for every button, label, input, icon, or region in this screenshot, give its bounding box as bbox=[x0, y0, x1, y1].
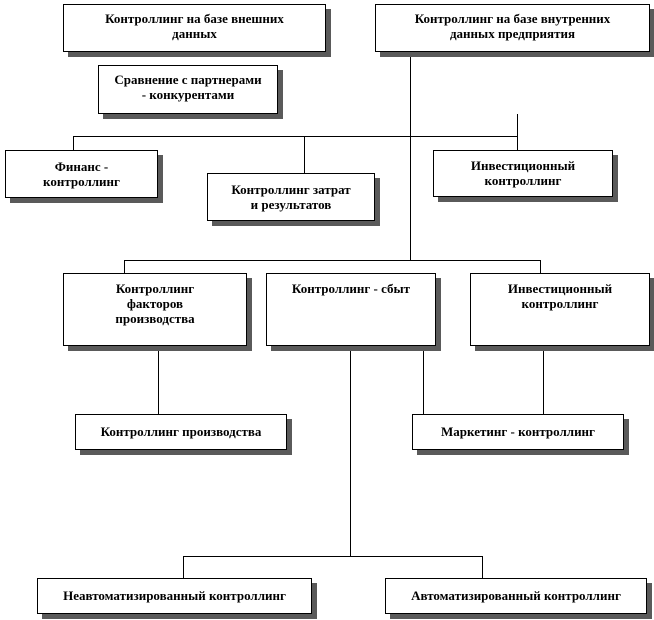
node-internal-data: Контроллинг на базе внутренних данных пр… bbox=[375, 4, 650, 52]
node-label: Инвестиционный контроллинг bbox=[470, 158, 576, 188]
connector-line bbox=[482, 556, 483, 578]
connector-line bbox=[304, 136, 305, 173]
node-finance-controlling: Финанс - контроллинг bbox=[5, 150, 158, 198]
connector-line bbox=[410, 52, 411, 260]
node-label: Контроллинг на базе внутренних данных пр… bbox=[414, 11, 611, 41]
node-marketing-controlling: Маркетинг - контроллинг bbox=[412, 414, 624, 450]
connector-line bbox=[517, 114, 518, 137]
connector-line bbox=[124, 260, 541, 261]
node-investment-controlling-top: Инвестиционный контроллинг bbox=[433, 150, 613, 197]
node-cost-controlling: Контроллинг затрат и результатов bbox=[207, 173, 375, 221]
connector-line bbox=[73, 136, 518, 137]
node-automated-controlling: Автоматизированный контроллинг bbox=[385, 578, 647, 614]
node-external-data: Контроллинг на базе внешних данных bbox=[63, 4, 326, 52]
node-label: Сравнение с партнерами - конкурентами bbox=[114, 72, 262, 102]
node-label: Контроллинг производства bbox=[100, 424, 262, 439]
node-label: Контроллинг - сбыт bbox=[291, 281, 411, 296]
connector-line bbox=[183, 556, 483, 557]
node-label: Автоматизированный контроллинг bbox=[411, 588, 621, 603]
node-label: Контроллинг факторов производства bbox=[115, 281, 195, 326]
node-label: Финанс - контроллинг bbox=[43, 159, 120, 189]
node-label: Неавтоматизированный контроллинг bbox=[63, 588, 286, 603]
connector-line bbox=[73, 136, 74, 150]
connector-line bbox=[158, 346, 159, 414]
connector-line bbox=[540, 260, 541, 273]
node-production-factors-controlling: Контроллинг факторов производства bbox=[63, 273, 247, 346]
connector-line bbox=[423, 346, 424, 414]
connector-line bbox=[543, 346, 544, 414]
node-production-controlling: Контроллинг производства bbox=[75, 414, 287, 450]
node-competitor-comparison: Сравнение с партнерами - конкурентами bbox=[98, 65, 278, 114]
node-sales-controlling: Контроллинг - сбыт bbox=[266, 273, 436, 346]
connector-line bbox=[124, 260, 125, 273]
connector-line bbox=[183, 556, 184, 578]
node-label: Инвестиционный контроллинг bbox=[507, 281, 613, 311]
node-label: Контроллинг на базе внешних данных bbox=[105, 11, 284, 41]
connector-line bbox=[350, 346, 351, 556]
node-investment-controlling-mid: Инвестиционный контроллинг bbox=[470, 273, 650, 346]
node-label: Контроллинг затрат и результатов bbox=[231, 182, 351, 212]
node-non-automated-controlling: Неавтоматизированный контроллинг bbox=[37, 578, 312, 614]
node-label: Маркетинг - контроллинг bbox=[441, 424, 595, 439]
connector-line bbox=[517, 136, 518, 150]
